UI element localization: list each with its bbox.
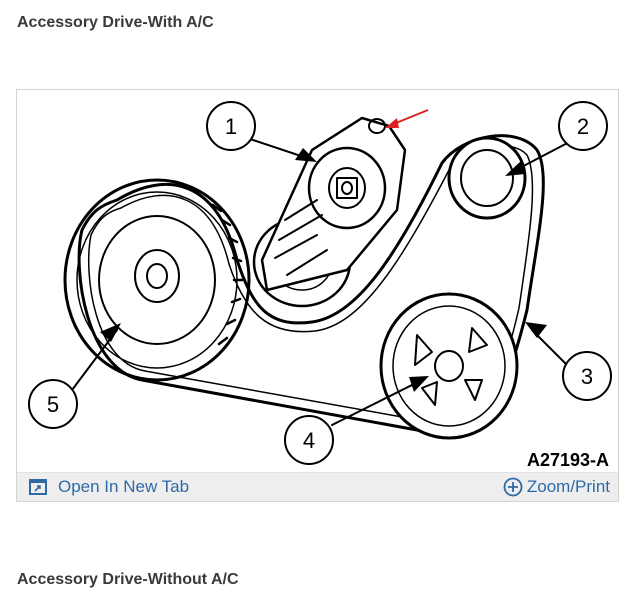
open-new-tab-label: Open In New Tab: [58, 477, 190, 496]
callout-1: 1: [225, 114, 237, 139]
red-annotation-arrow: [385, 109, 429, 128]
callout-5: 5: [47, 392, 59, 417]
upper-right-pulley: [447, 136, 527, 220]
figure-id: A27193-A: [527, 450, 609, 470]
belt-tensioner: [260, 116, 407, 292]
accessory-drive-diagram: 1 2 3 4 5 A27193-A: [28, 101, 612, 470]
callout-3: 3: [581, 364, 593, 389]
figure-toolbar: Open In New Tab Zoom/Print: [17, 472, 618, 501]
section-heading-with-ac: Accessory Drive-With A/C: [17, 14, 214, 31]
zoom-print-label: Zoom/Print: [526, 477, 610, 496]
open-new-tab-button[interactable]: Open In New Tab: [29, 477, 189, 497]
callout-2: 2: [577, 114, 589, 139]
zoom-print-button[interactable]: Zoom/Print: [503, 477, 610, 497]
figure-container: 1 2 3 4 5 A27193-A Open In New Tab: [16, 89, 619, 502]
lower-right-pulley: [379, 292, 519, 440]
callout-4: 4: [303, 428, 315, 453]
open-new-tab-icon: [29, 479, 47, 495]
section-heading-without-ac: Accessory Drive-Without A/C: [17, 571, 239, 588]
plus-circle-icon: [503, 477, 523, 497]
crankshaft-pulley: [63, 178, 251, 382]
